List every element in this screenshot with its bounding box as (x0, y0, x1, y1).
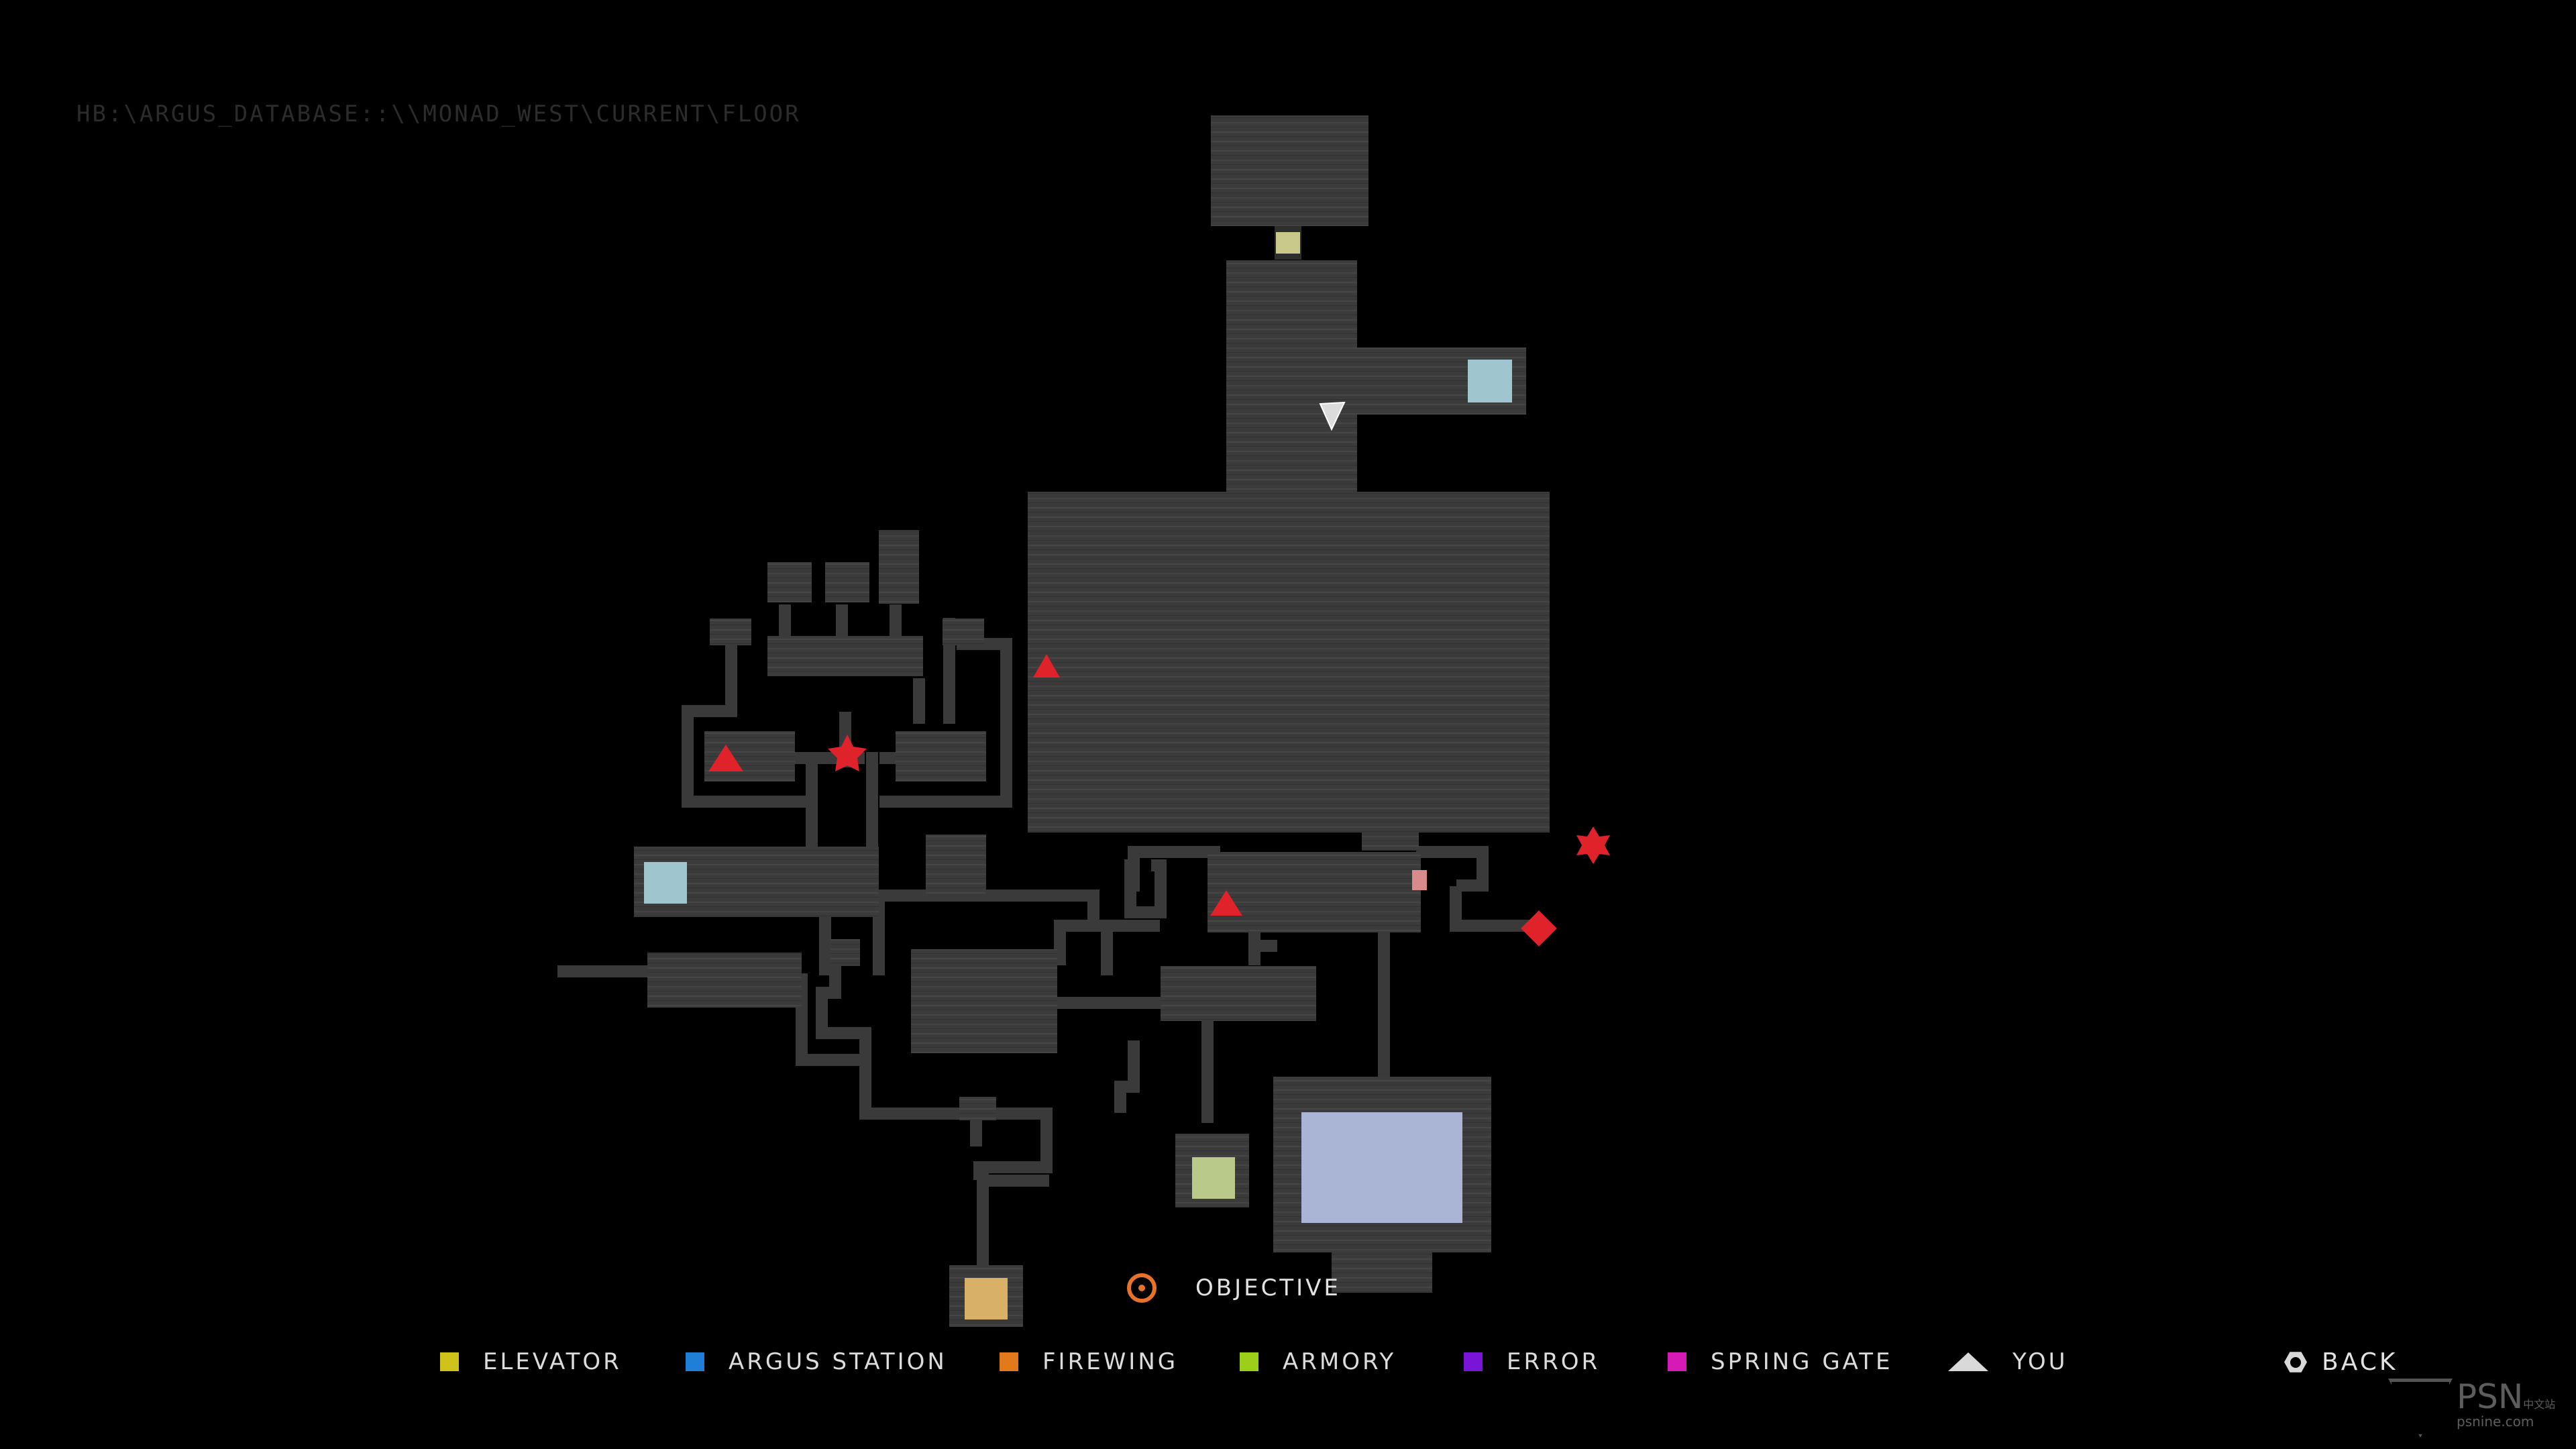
argus-station-swatch (686, 1352, 704, 1371)
elevator-north (1276, 232, 1300, 254)
door-pink (1412, 870, 1427, 890)
room-north-corridor (1226, 260, 1357, 492)
legend-label: ELEVATOR (483, 1348, 622, 1375)
room-west-right (896, 731, 986, 782)
objective-label: OBJECTIVE (1195, 1275, 1341, 1301)
enemy-triangle-marker (1033, 654, 1060, 678)
room-west-left-cap (710, 619, 751, 645)
legend-item-firewing: FIREWING (1000, 1345, 1178, 1379)
room-central-south (911, 949, 1057, 1053)
room-south-mid (1161, 966, 1316, 1021)
room-west-block (926, 835, 986, 895)
back-label: BACK (2322, 1348, 2398, 1376)
markers (708, 654, 1610, 947)
spring-gate-swatch (1668, 1352, 1686, 1371)
large-terminal (1301, 1112, 1462, 1223)
room-north (1211, 115, 1368, 226)
corridors (557, 604, 1536, 1267)
enemy-triangle-marker (1210, 890, 1242, 916)
watermark-site: psnine.com (2457, 1413, 2534, 1430)
room-far-west (647, 953, 802, 1008)
legend-item-argus-station: ARGUS STATION (686, 1345, 947, 1379)
hexagon-button-icon (2284, 1352, 2307, 1373)
room-west-top-b (825, 562, 869, 602)
legend-item-elevator: ELEVATOR (440, 1345, 622, 1379)
room-sw-small (830, 939, 860, 966)
room-south-central (1208, 852, 1421, 932)
room-west-top-a (767, 562, 812, 602)
watermark-text: PSN中文站 psnine.com (2457, 1379, 2555, 1430)
armory-room (1192, 1157, 1235, 1199)
special-rooms (644, 232, 1512, 1320)
argus-room-east (1468, 360, 1512, 402)
psnine-logo-icon (2388, 1379, 2453, 1438)
legend-label: YOU (2012, 1348, 2068, 1375)
legend-item-you: YOU (1948, 1345, 2068, 1379)
legend-label: FIREWING (1042, 1348, 1179, 1375)
legend-item-error: ERROR (1464, 1345, 1600, 1379)
watermark: PSN中文站 psnine.com (2388, 1379, 2555, 1438)
location-path: HB:\ARGUS_DATABASE::\\MONAD_WEST\CURRENT… (76, 101, 801, 127)
legend-label: ARGUS STATION (729, 1348, 947, 1375)
legend-item-armory: ARMORY (1240, 1345, 1396, 1379)
room-sc-connector (959, 1097, 996, 1120)
room-main-hall-exit (1362, 832, 1419, 851)
room-west-top (767, 636, 923, 676)
enemy-star-marker (828, 735, 867, 771)
armory-swatch (1240, 1352, 1258, 1371)
rooms (634, 115, 1550, 1327)
enemy-diamond-marker (1521, 910, 1557, 947)
enemy-triangle-marker (708, 745, 743, 771)
objective-target-icon (1127, 1273, 1157, 1303)
watermark-brand: PSN (2457, 1377, 2524, 1416)
elevator-swatch (440, 1352, 459, 1371)
firewing-room (965, 1278, 1008, 1320)
room-west-left (704, 731, 795, 782)
objective-legend: OBJECTIVE (1127, 1273, 1341, 1303)
legend-label: ARMORY (1283, 1348, 1397, 1375)
map-legend: ELEVATOR ARGUS STATION FIREWING ARMORY E… (0, 1345, 2576, 1379)
error-swatch (1464, 1352, 1483, 1371)
player-arrow-icon (1319, 401, 1346, 431)
you-arrow-icon (1948, 1352, 1988, 1371)
enemy-burst-marker (1576, 826, 1610, 864)
watermark-cn: 中文站 (2523, 1398, 2556, 1411)
argus-room-west (644, 862, 687, 904)
legend-label: SPRING GATE (1711, 1348, 1893, 1375)
room-west-top-c (879, 530, 919, 604)
back-button[interactable]: BACK (2284, 1348, 2398, 1376)
room-main-hall (1028, 492, 1550, 833)
room-west-right-cap (943, 619, 984, 645)
legend-item-spring-gate: SPRING GATE (1668, 1345, 1893, 1379)
firewing-swatch (1000, 1352, 1018, 1371)
legend-label: ERROR (1507, 1348, 1601, 1375)
room-terminal-base (1332, 1251, 1432, 1293)
